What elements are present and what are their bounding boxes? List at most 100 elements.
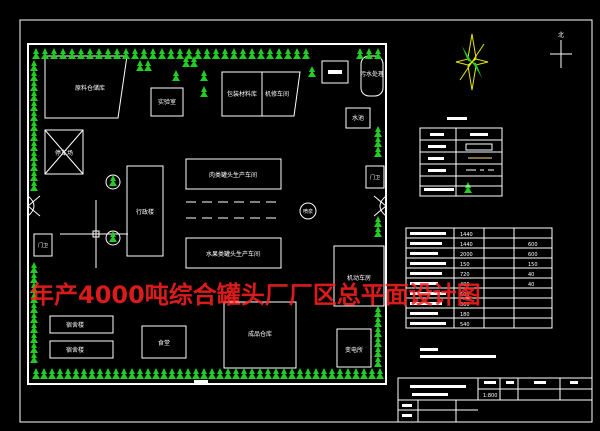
tree-icon — [96, 368, 104, 379]
trees-layer — [30, 48, 472, 379]
tree-icon — [374, 306, 382, 317]
tree-icon — [30, 352, 38, 363]
tree-icon — [30, 160, 38, 171]
tree-icon — [374, 336, 382, 347]
tree-icon — [230, 48, 238, 59]
tree-icon — [104, 48, 112, 59]
packaging-machine-block: 包装材料库 机修车间 — [221, 71, 301, 117]
svg-text:机动车房: 机动车房 — [347, 274, 371, 282]
title-block-fills — [402, 381, 578, 417]
crosshair-icon — [60, 200, 128, 268]
south-gate — [194, 380, 208, 384]
raw-warehouse-label: 原料仓储库 — [75, 84, 105, 92]
table-right-value: 600 — [528, 252, 538, 258]
svg-text:实验室: 实验室 — [158, 98, 176, 106]
tree-icon — [30, 70, 38, 81]
table-area-value: 1440 — [460, 242, 473, 248]
table-name-cell — [410, 242, 442, 245]
tree-icon — [86, 48, 94, 59]
tree-icon — [176, 368, 184, 379]
svg-text:宿舍楼: 宿舍楼 — [66, 346, 84, 354]
tree-icon — [30, 332, 38, 343]
tree-icon — [77, 48, 85, 59]
tree-icon — [50, 48, 58, 59]
tree-icon — [374, 146, 382, 157]
tree-icon — [109, 231, 117, 242]
small-shed — [321, 60, 349, 84]
legend-table — [419, 117, 503, 197]
tree-icon — [41, 48, 49, 59]
tree-icon — [64, 368, 72, 379]
tree-icon — [352, 368, 360, 379]
tree-icon — [30, 60, 38, 71]
substation: 变电所 — [336, 328, 372, 368]
tree-icon — [184, 368, 192, 379]
tree-icon — [182, 56, 190, 67]
north-arrow-icon: 北 — [550, 31, 572, 68]
tree-icon — [59, 48, 67, 59]
tree-icon — [144, 368, 152, 379]
tree-icon — [200, 368, 208, 379]
canteen: 食堂 — [141, 325, 187, 359]
tree-icon — [48, 368, 56, 379]
tree-icon — [131, 48, 139, 59]
tree-icon — [30, 90, 38, 101]
tree-icon — [152, 368, 160, 379]
tree-icon — [221, 48, 229, 59]
gate-icon — [373, 195, 387, 217]
tree-icon — [264, 368, 272, 379]
tree-icon — [212, 48, 220, 59]
tree-icon — [104, 368, 112, 379]
table-name-cell — [410, 252, 438, 255]
tree-icon — [88, 368, 96, 379]
table-area-value: 1440 — [460, 232, 473, 238]
tree-icon — [30, 292, 38, 303]
tree-icon — [136, 368, 144, 379]
guard-west: 门卫 — [33, 233, 53, 257]
tree-icon — [30, 100, 38, 111]
tree-icon — [248, 48, 256, 59]
svg-text:污水处理: 污水处理 — [360, 70, 384, 78]
tree-icon — [374, 356, 382, 367]
tree-icon — [30, 140, 38, 151]
tree-icon — [30, 262, 38, 273]
tree-icon — [275, 48, 283, 59]
tree-icon — [280, 368, 288, 379]
table-area-value: 480 — [460, 282, 470, 288]
tree-icon — [32, 48, 40, 59]
tree-icon — [224, 368, 232, 379]
table-name-cell — [410, 272, 442, 275]
tree-icon — [56, 368, 64, 379]
tree-icon — [374, 226, 382, 237]
lab: 实验室 — [150, 87, 184, 117]
tree-icon — [140, 48, 148, 59]
tree-icon — [120, 368, 128, 379]
table-name-cell — [410, 312, 438, 315]
tree-icon — [30, 150, 38, 161]
svg-text:宿舍楼: 宿舍楼 — [66, 321, 84, 329]
table-name-cell — [410, 282, 438, 285]
svg-text:变电所: 变电所 — [345, 346, 363, 354]
tree-icon — [374, 126, 382, 137]
svg-text:北: 北 — [558, 31, 564, 39]
svg-text:食堂: 食堂 — [158, 339, 170, 347]
notes-bar — [420, 355, 496, 358]
svg-text:水池: 水池 — [352, 114, 364, 122]
tree-icon — [302, 48, 310, 59]
fountain: 喷泉 — [299, 202, 317, 220]
table-right-value: 40 — [528, 282, 534, 288]
table-rows: 1440144020001507204806003601805406006001… — [406, 232, 552, 328]
tree-icon — [30, 120, 38, 131]
tree-icon — [374, 346, 382, 357]
tree-icon — [160, 368, 168, 379]
tree-icon — [257, 48, 265, 59]
tree-icon — [374, 48, 382, 59]
tree-icon — [239, 48, 247, 59]
tree-icon — [109, 175, 117, 186]
tree-icon — [158, 48, 166, 59]
tree-icon — [149, 48, 157, 59]
tree-icon — [304, 368, 312, 379]
tree-icon — [308, 66, 316, 77]
tree-icon — [167, 48, 175, 59]
tree-icon — [328, 368, 336, 379]
